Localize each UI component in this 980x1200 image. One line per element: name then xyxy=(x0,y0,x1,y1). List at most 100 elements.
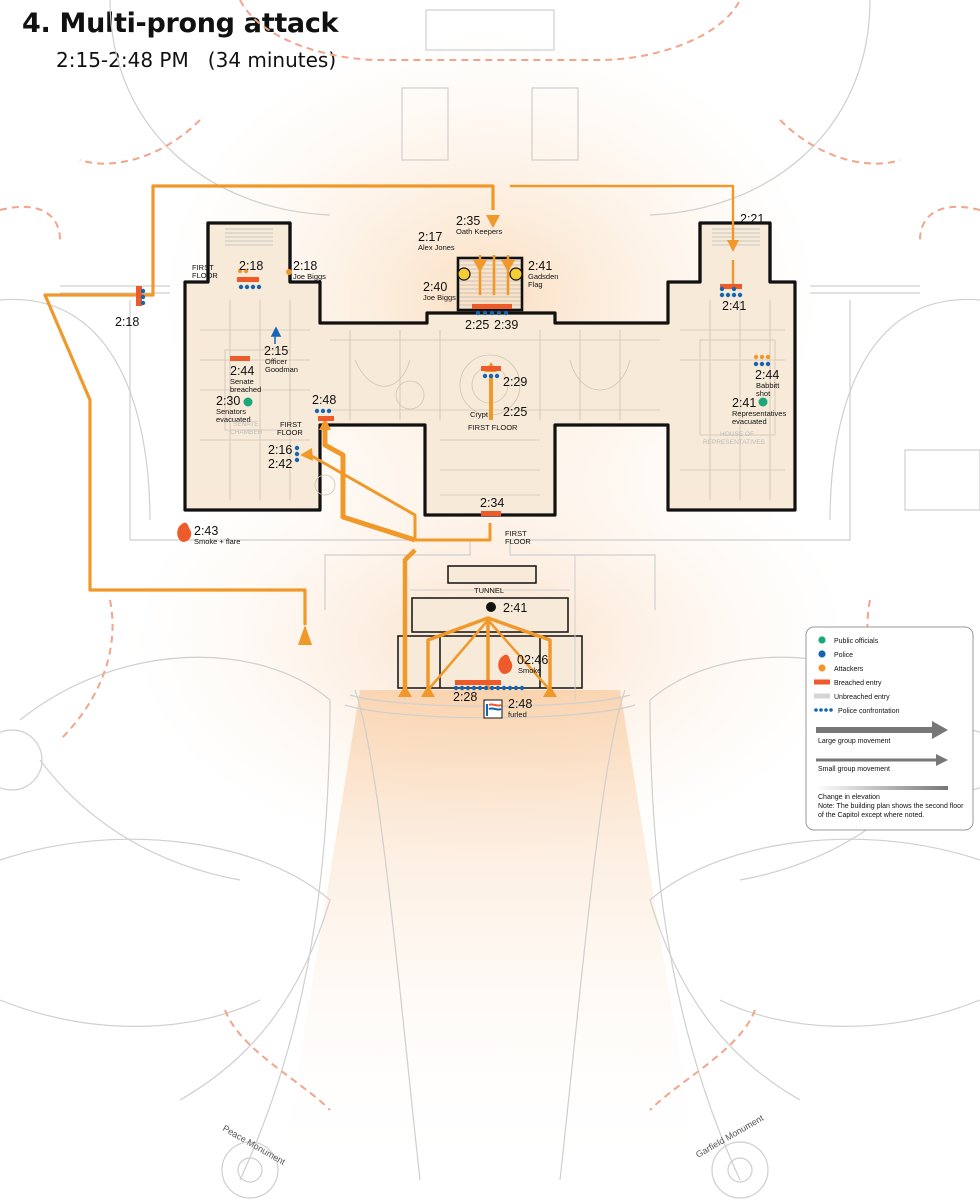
chamber-label: HOUSE OF xyxy=(720,431,754,438)
police-dot xyxy=(320,408,326,414)
garfield-monument-label: Garfield Monument xyxy=(694,1113,766,1160)
police-dot xyxy=(314,408,320,414)
police-dot xyxy=(294,457,300,463)
police-dot xyxy=(471,685,477,691)
time-label: 02:46 xyxy=(517,653,548,667)
legend-item: Police xyxy=(818,650,853,659)
police-dot xyxy=(140,300,146,306)
police-dot xyxy=(477,685,483,691)
event-note: Flag xyxy=(528,280,543,289)
police-dot xyxy=(459,685,465,691)
police-dot xyxy=(507,685,513,691)
map-title: 4. Multi-prong attack xyxy=(22,8,339,39)
police-dot xyxy=(140,288,146,294)
attacker-dot xyxy=(243,268,249,274)
legend-label: Public officials xyxy=(834,638,879,645)
time-label: 2:18 xyxy=(293,259,317,273)
time-label: 2:21 xyxy=(740,212,764,226)
floor-label: FLOOR xyxy=(505,537,531,546)
attacker-dot xyxy=(753,354,759,360)
event-note: Gadsden xyxy=(528,272,558,281)
police-dot xyxy=(488,373,494,379)
tunnel-label: TUNNEL xyxy=(474,586,504,595)
time-label: 2:15 xyxy=(264,344,288,358)
event-note: Joe Biggs xyxy=(293,272,326,281)
legend-item: Small group movement xyxy=(816,754,948,773)
police-dot xyxy=(503,310,509,316)
misc-markers xyxy=(177,267,523,719)
time-label: 2:18 xyxy=(115,315,139,329)
event-note: evacuated xyxy=(216,415,251,424)
event-note: Crypt xyxy=(470,410,489,419)
time-label: 2:25 xyxy=(503,405,527,419)
police-dot xyxy=(453,685,459,691)
event-note: evacuated xyxy=(732,417,767,426)
peace-monument-label: Peace Monument xyxy=(221,1123,288,1167)
event-note: Representatives xyxy=(732,409,786,418)
legend-swatch xyxy=(818,664,826,672)
legend-item: Change in elevation xyxy=(816,786,948,801)
legend-item: Public officials xyxy=(818,636,879,645)
police-dot xyxy=(731,286,737,292)
police-dot xyxy=(495,685,501,691)
police-dot xyxy=(737,292,743,298)
legend-swatch xyxy=(814,693,830,699)
time-label: 2:18 xyxy=(239,259,263,273)
police-dot xyxy=(256,284,262,290)
police-dot xyxy=(719,292,725,298)
floor-label: FIRST FLOOR xyxy=(468,423,518,432)
legend-note: of the Capitol except where noted. xyxy=(818,812,924,819)
confrontation-dots xyxy=(140,268,771,691)
time-label: 2:17 xyxy=(418,230,442,244)
floor-label: FIRST xyxy=(505,529,527,538)
time-label: 2:40 xyxy=(423,280,447,294)
event-note: Babbitt xyxy=(756,381,780,390)
police-dot xyxy=(519,685,525,691)
legend-label: Police xyxy=(834,652,853,659)
chamber-label: REPRESENTATIVES xyxy=(703,439,766,446)
police-dot xyxy=(326,408,332,414)
event-note: Joe Biggs xyxy=(423,293,456,302)
legend-item: Large group movement xyxy=(816,721,948,745)
police-dot xyxy=(496,310,502,316)
legend-item: Breached entry xyxy=(814,679,882,687)
legend-swatch xyxy=(818,650,826,658)
time-label: 2:28 xyxy=(453,690,477,704)
police-dot xyxy=(513,685,519,691)
floor-label: FLOOR xyxy=(192,271,218,280)
legend-item: Police confrontation xyxy=(814,708,900,715)
legend-label: Small group movement xyxy=(818,766,890,773)
time-label: 2:41 xyxy=(732,396,756,410)
police-dot xyxy=(294,445,300,451)
police-dot xyxy=(765,361,771,367)
legend-swatch xyxy=(814,679,830,685)
legend-label: Change in elevation xyxy=(818,794,880,801)
legend-swatch xyxy=(818,636,826,644)
time-label: 2:44 xyxy=(755,368,779,382)
police-dot xyxy=(489,310,495,316)
time-label: 2:42 xyxy=(268,457,292,471)
event-note: Smoke + flare xyxy=(194,537,240,546)
floor-label: FIRST xyxy=(280,420,302,429)
attacker-dot xyxy=(759,354,765,360)
police-dot xyxy=(238,284,244,290)
police-dot xyxy=(482,310,488,316)
police-dot xyxy=(475,310,481,316)
time-label: 2:44 xyxy=(230,364,254,378)
police-dot xyxy=(494,373,500,379)
police-dot xyxy=(140,294,146,300)
police-dot xyxy=(759,361,765,367)
police-dot xyxy=(482,373,488,379)
event-note: breached xyxy=(230,385,261,394)
event-note: Officer xyxy=(265,357,287,366)
event-note: shot xyxy=(756,389,771,398)
map-subtitle: 2:15-2:48 PM (34 minutes) xyxy=(56,48,337,72)
time-label: 2:29 xyxy=(503,375,527,389)
time-label: 2:48 xyxy=(508,697,532,711)
time-label: 2:41 xyxy=(528,259,552,273)
legend-label: Breached entry xyxy=(834,680,882,687)
official-markers xyxy=(243,397,768,407)
police-dot xyxy=(719,286,725,292)
time-label: 2:41 xyxy=(722,299,746,313)
